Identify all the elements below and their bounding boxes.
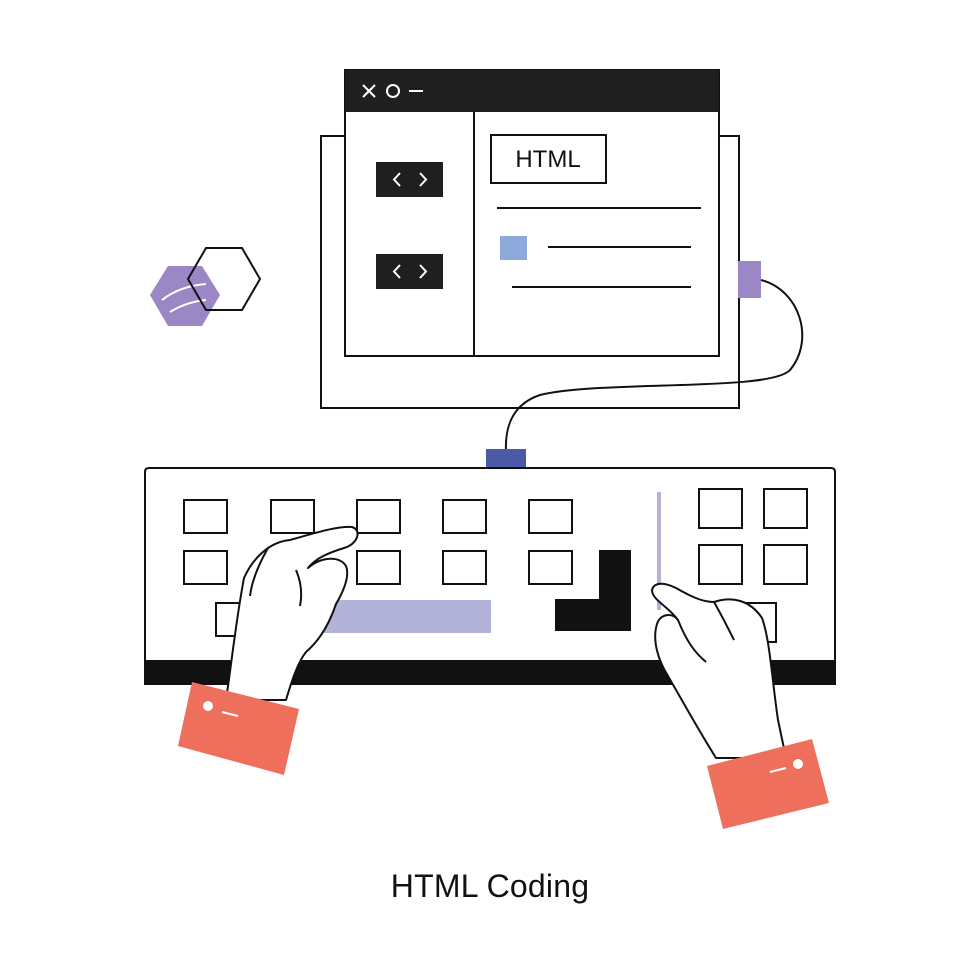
keys-row-1 [183, 499, 573, 534]
hexagon-highlight-lines [161, 283, 207, 313]
spacebar[interactable] [310, 600, 491, 633]
key[interactable] [528, 499, 573, 534]
key[interactable] [356, 550, 401, 585]
keyboard-connector [486, 449, 526, 469]
right-hand-shape [651, 582, 787, 759]
html-label: HTML [515, 146, 580, 173]
key[interactable] [698, 488, 743, 529]
browser-body [344, 69, 720, 357]
key[interactable] [763, 544, 808, 585]
code-tag-button-2[interactable] [376, 254, 443, 289]
left-hand-finger-lines [249, 547, 303, 607]
content-blue-square [500, 236, 527, 260]
right-sleeve-button [793, 759, 803, 769]
cable [486, 261, 804, 469]
purple-hexagon [150, 266, 220, 326]
right-hand-finger-lines [677, 601, 735, 663]
caption-title: HTML Coding [390, 868, 590, 904]
code-brackets-icon [392, 264, 428, 279]
left-hand [178, 525, 359, 775]
key[interactable] [270, 499, 315, 534]
left-sleeve-line [221, 711, 239, 717]
key[interactable] [183, 499, 228, 534]
code-brackets-icon [392, 172, 428, 187]
browser-title-bar [345, 70, 719, 112]
key[interactable] [442, 499, 487, 534]
keys-row-2 [183, 550, 573, 585]
right-sleeve-line [769, 767, 787, 773]
key[interactable] [698, 544, 743, 585]
key[interactable] [183, 550, 228, 585]
key[interactable] [356, 499, 401, 534]
left-sleeve-button [203, 701, 213, 711]
code-tag-button-1[interactable] [376, 162, 443, 197]
left-hand-shape [225, 525, 359, 701]
close-icon[interactable] [362, 84, 376, 98]
hexagons-decoration [150, 247, 262, 326]
monitor-connector [738, 261, 761, 298]
key[interactable] [763, 488, 808, 529]
key[interactable] [442, 550, 487, 585]
html-label-box [490, 134, 607, 184]
cable-line [504, 279, 804, 453]
right-hand [651, 582, 829, 829]
circle-icon[interactable] [386, 84, 400, 98]
outline-hexagon [186, 247, 262, 311]
enter-key[interactable] [555, 550, 631, 631]
browser-window: HTML [344, 69, 720, 357]
key[interactable] [528, 550, 573, 585]
